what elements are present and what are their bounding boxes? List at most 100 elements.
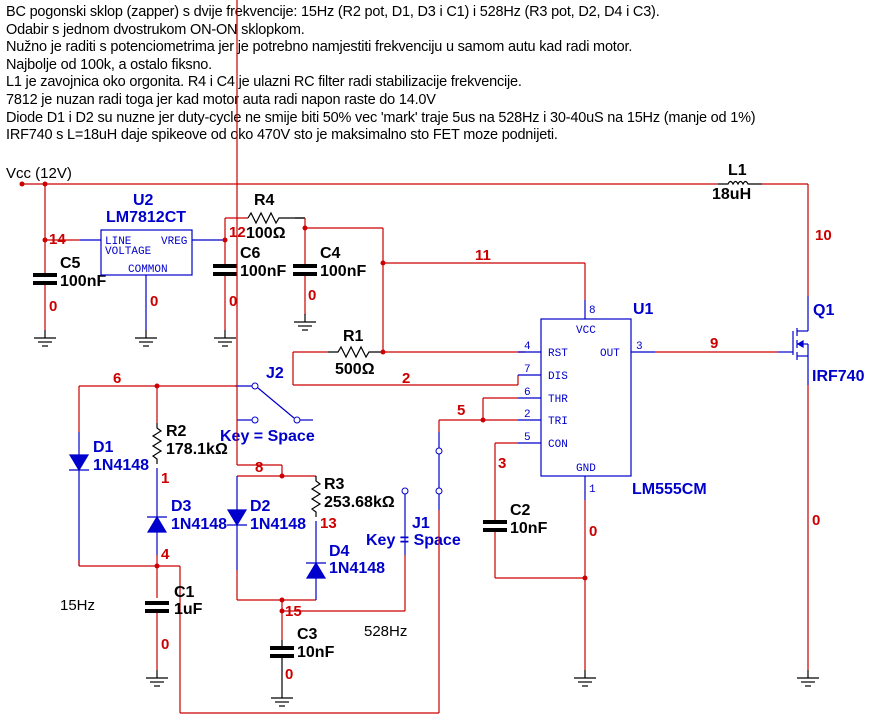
c6-value: 100nF [240,263,286,280]
diode-d3[interactable]: D3 1N4148 [146,468,227,555]
timer-u1[interactable]: 8 VCC 4 RST 7 DIS 6 THR 2 TRI 5 CON GND … [518,300,707,500]
description-notes: BC pogonski sklop (zapper) s dvije frekv… [6,4,756,145]
resistor-r2[interactable]: R2 178.1kΩ [151,423,228,464]
resistor-r4[interactable]: R4 100Ω [225,192,305,242]
net-label: 10 [815,227,832,244]
freq-15hz-label: 15Hz [60,597,95,614]
u1-pin-number: 6 [524,387,531,399]
u1-pin-tri: TRI [548,416,568,428]
u2-part: LM7812CT [106,209,186,226]
u1-pin-number: 3 [636,341,643,353]
u1-part: LM555CM [632,481,707,498]
c5-value: 100nF [60,273,106,290]
net-label: 4 [161,546,170,563]
capacitor-c5[interactable]: C5 100nF [33,184,106,330]
u2-pin-voltage: VOLTAGE [105,246,152,258]
note-line: Odabir s jednom dvostrukom ON-ON sklopko… [6,21,305,38]
net-label: 13 [320,515,337,532]
u2-pin-line: LINE [105,236,132,248]
vcc-rail: Vcc (12V) [6,165,808,187]
diode-d1[interactable]: D1 1N4148 [68,432,149,566]
d4-ref: D4 [329,543,350,560]
capacitor-c1[interactable]: C1 1uF [145,584,203,670]
j2-key: Key = Space [220,428,315,445]
r1-ref: R1 [343,328,364,345]
mosfet-q1[interactable]: Q1 IRF740 [778,296,865,385]
d1-ref: D1 [93,439,114,456]
note-line: IRF740 s L=18uH daje spikeove od oko 470… [6,127,558,144]
diode-d2[interactable]: D2 1N4148 [226,476,306,570]
diode-d4[interactable]: D4 1N4148 [305,521,385,600]
c5-ref: C5 [60,255,81,272]
q1-part: IRF740 [812,368,865,385]
net-label: 1 [161,470,169,487]
net-label: 5 [457,402,465,419]
resistor-r3[interactable]: R3 253.68kΩ [310,476,395,517]
u1-pin-number: 1 [589,484,596,496]
c2-value: 10nF [510,520,548,537]
note-line: 7812 je nuzan radi toga jer kad motor au… [6,91,436,108]
u2-pin-vreg: VREG [161,236,187,248]
net-label: 0 [308,287,316,304]
d3-ref: D3 [171,498,192,515]
u1-pin-vcc: VCC [576,325,596,337]
u1-pin-out: OUT [600,348,620,360]
d1-part: 1N4148 [93,457,149,474]
u1-pin-thr: THR [548,394,568,406]
q1-ref: Q1 [813,302,834,319]
u1-pin-con: CON [548,439,568,451]
u1-pin-number: 5 [524,432,531,444]
capacitor-c4[interactable]: C4 100nF [293,218,366,315]
net-label: 8 [255,459,263,476]
net-label: 0 [812,512,820,529]
c2-ref: C2 [510,502,531,519]
net-label: 0 [229,293,237,310]
net-label: 15 [285,603,302,620]
note-line: Nužno je raditi s potenciometrima jer je… [6,39,633,56]
note-line: Diode D1 i D2 su nuzne jer duty-cycle ne… [6,109,756,126]
u2-pin-common: COMMON [128,264,168,276]
net-label: 14 [49,231,66,248]
net-label: 0 [161,636,169,653]
d2-ref: D2 [250,498,271,515]
u1-pin-number: 8 [589,305,596,317]
net-label: 0 [49,298,57,315]
switch-j2[interactable]: J2 Key = Space [220,365,315,445]
d2-part: 1N4148 [250,516,306,533]
switch-j1[interactable]: J1 Key = Space [366,432,461,555]
u1-pin-number: 7 [524,364,531,376]
c1-ref: C1 [174,584,195,601]
l1-value: 18uH [712,186,751,203]
j1-ref: J1 [412,515,430,532]
j2-ref: J2 [266,365,284,382]
capacitor-c3[interactable]: C3 10nF [270,626,335,690]
regulator-u2[interactable]: LINE VOLTAGE VREG COMMON U2 LM7812CT [80,192,225,330]
u1-pin-number: 4 [524,341,531,353]
net-label: 0 [589,523,597,540]
u2-ref: U2 [133,192,154,209]
freq-528hz-label: 528Hz [364,623,407,640]
u1-ref: U1 [633,301,654,318]
resistor-r1[interactable]: R1 500Ω [293,328,525,378]
r3-value: 253.68kΩ [324,494,395,511]
d3-part: 1N4148 [171,516,227,533]
c6-ref: C6 [240,245,261,262]
r2-value: 178.1kΩ [166,441,228,458]
c3-ref: C3 [297,626,318,643]
inductor-l1[interactable]: L1 18uH [712,162,762,203]
capacitor-c2[interactable]: C2 10nF [483,442,585,579]
net-label: 6 [113,370,121,387]
c3-value: 10nF [297,644,335,661]
capacitor-c6[interactable]: C6 100nF [213,218,286,330]
r4-ref: R4 [254,192,275,209]
u1-pin-number: 2 [524,409,531,421]
net-label: 11 [475,247,491,264]
l1-ref: L1 [728,162,747,179]
vcc-label: Vcc (12V) [6,165,72,182]
c4-ref: C4 [320,245,341,262]
note-line: L1 je zavojnica oko orgonita. R4 i C4 je… [6,74,522,91]
u1-pin-rst: RST [548,348,568,360]
d4-part: 1N4148 [329,560,385,577]
r1-value: 500Ω [335,361,375,378]
